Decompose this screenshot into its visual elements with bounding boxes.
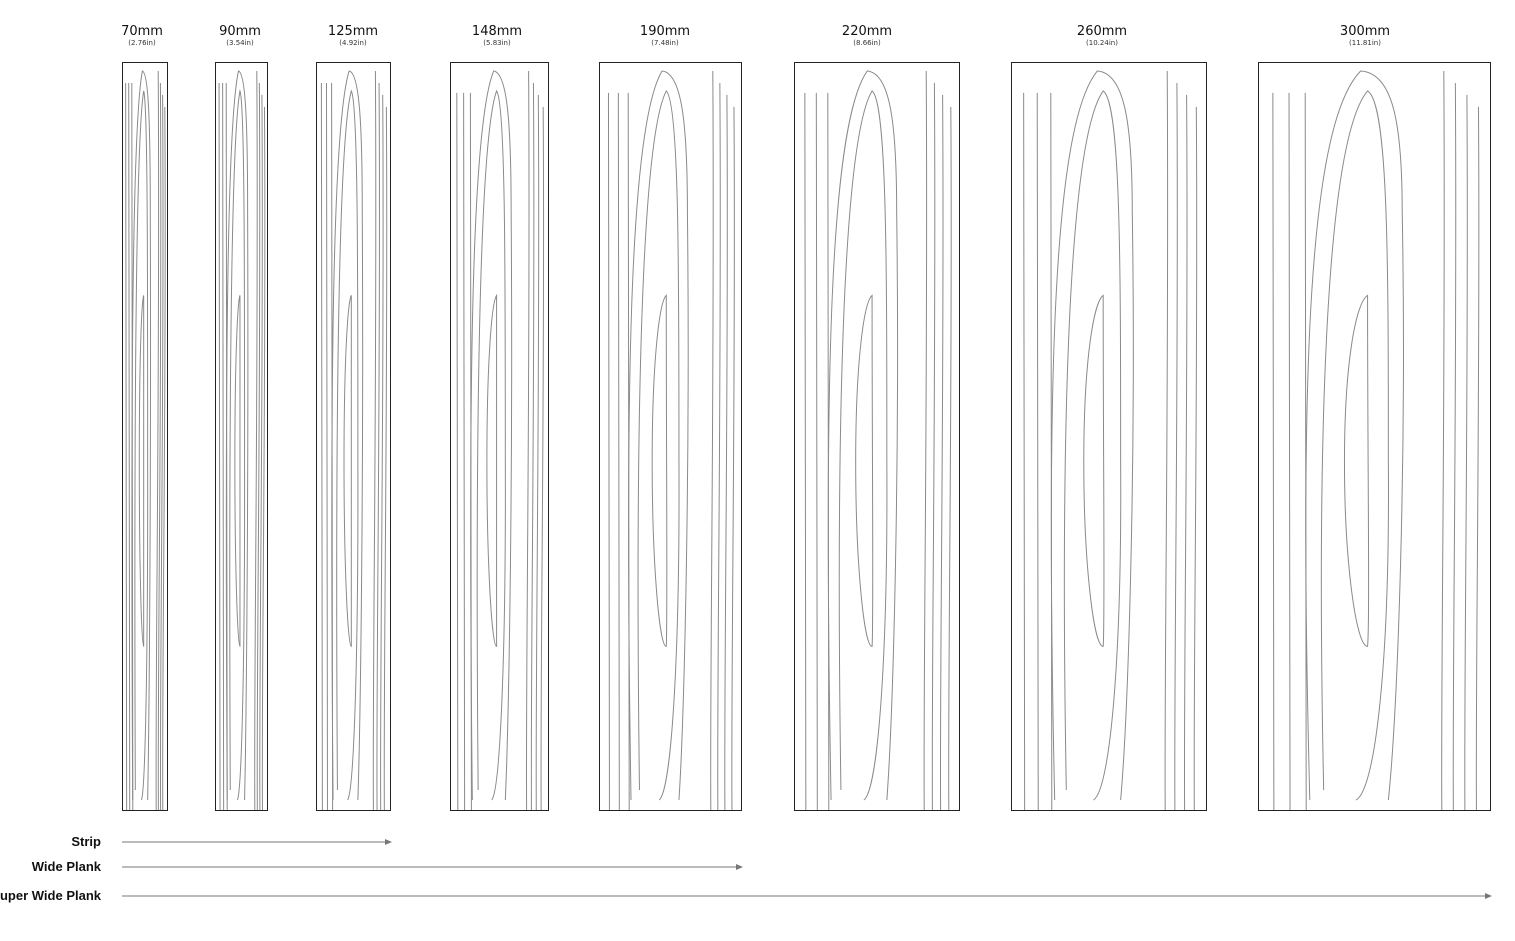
wood-grain: [607, 70, 735, 810]
plank-125mm: [316, 62, 391, 811]
category-arrow-strip: [122, 837, 392, 847]
width-mm: 70mm: [121, 24, 163, 39]
width-inch: (4.92in): [339, 39, 367, 47]
arrow-line: [122, 893, 1492, 899]
arrow-line: [122, 839, 392, 845]
width-mm: 148mm: [471, 24, 523, 39]
plank-label-90mm: 90mm (3.54in): [180, 24, 300, 47]
arrowhead-icon: [1485, 893, 1492, 899]
width-mm: 300mm: [1339, 24, 1391, 39]
plank-label-260mm: 260mm (10.24in): [1042, 24, 1162, 47]
plank-70mm: [122, 62, 168, 811]
plank-190mm: [599, 62, 742, 811]
category-arrow-super-wide-plank: [122, 891, 1492, 901]
wood-grain: [804, 70, 952, 810]
plank-220mm: [794, 62, 960, 811]
width-mm: 90mm: [219, 24, 261, 39]
width-mm: 190mm: [639, 24, 691, 39]
wood-grain: [1272, 70, 1480, 810]
wood-grain: [320, 70, 388, 810]
width-mm: 220mm: [841, 24, 893, 39]
width-inch: (10.24in): [1086, 39, 1118, 47]
plank-label-148mm: 148mm (5.83in): [437, 24, 557, 47]
width-inch: (5.83in): [483, 39, 511, 47]
arrow-line: [122, 864, 743, 870]
category-label-strip: Strip: [71, 834, 101, 849]
category-arrow-wide-plank: [122, 862, 743, 872]
plank-300mm: [1258, 62, 1491, 811]
width-mm: 125mm: [327, 24, 379, 39]
width-inch: (2.76in): [128, 39, 156, 47]
width-inch: (8.66in): [853, 39, 881, 47]
wood-grain: [456, 70, 545, 810]
plank-260mm: [1011, 62, 1207, 811]
width-inch: (11.81in): [1349, 39, 1381, 47]
wood-grain: [218, 70, 266, 810]
wood-grain: [125, 70, 166, 810]
plank-90mm: [215, 62, 268, 811]
arrowhead-icon: [385, 839, 392, 845]
category-label-wide-plank: Wide Plank: [31, 859, 101, 874]
width-inch: (7.48in): [651, 39, 679, 47]
arrowhead-icon: [736, 864, 743, 870]
wood-grain: [1023, 70, 1198, 810]
plank-148mm: [450, 62, 549, 811]
category-label-super-wide-plank: Super Wide Plank: [0, 888, 101, 903]
plank-label-125mm: 125mm (4.92in): [293, 24, 413, 47]
plank-label-220mm: 220mm (8.66in): [807, 24, 927, 47]
plank-label-70mm: 70mm (2.76in): [82, 24, 202, 47]
width-inch: (3.54in): [226, 39, 254, 47]
width-mm: 260mm: [1076, 24, 1128, 39]
plank-label-300mm: 300mm (11.81in): [1305, 24, 1425, 47]
plank-label-190mm: 190mm (7.48in): [605, 24, 725, 47]
